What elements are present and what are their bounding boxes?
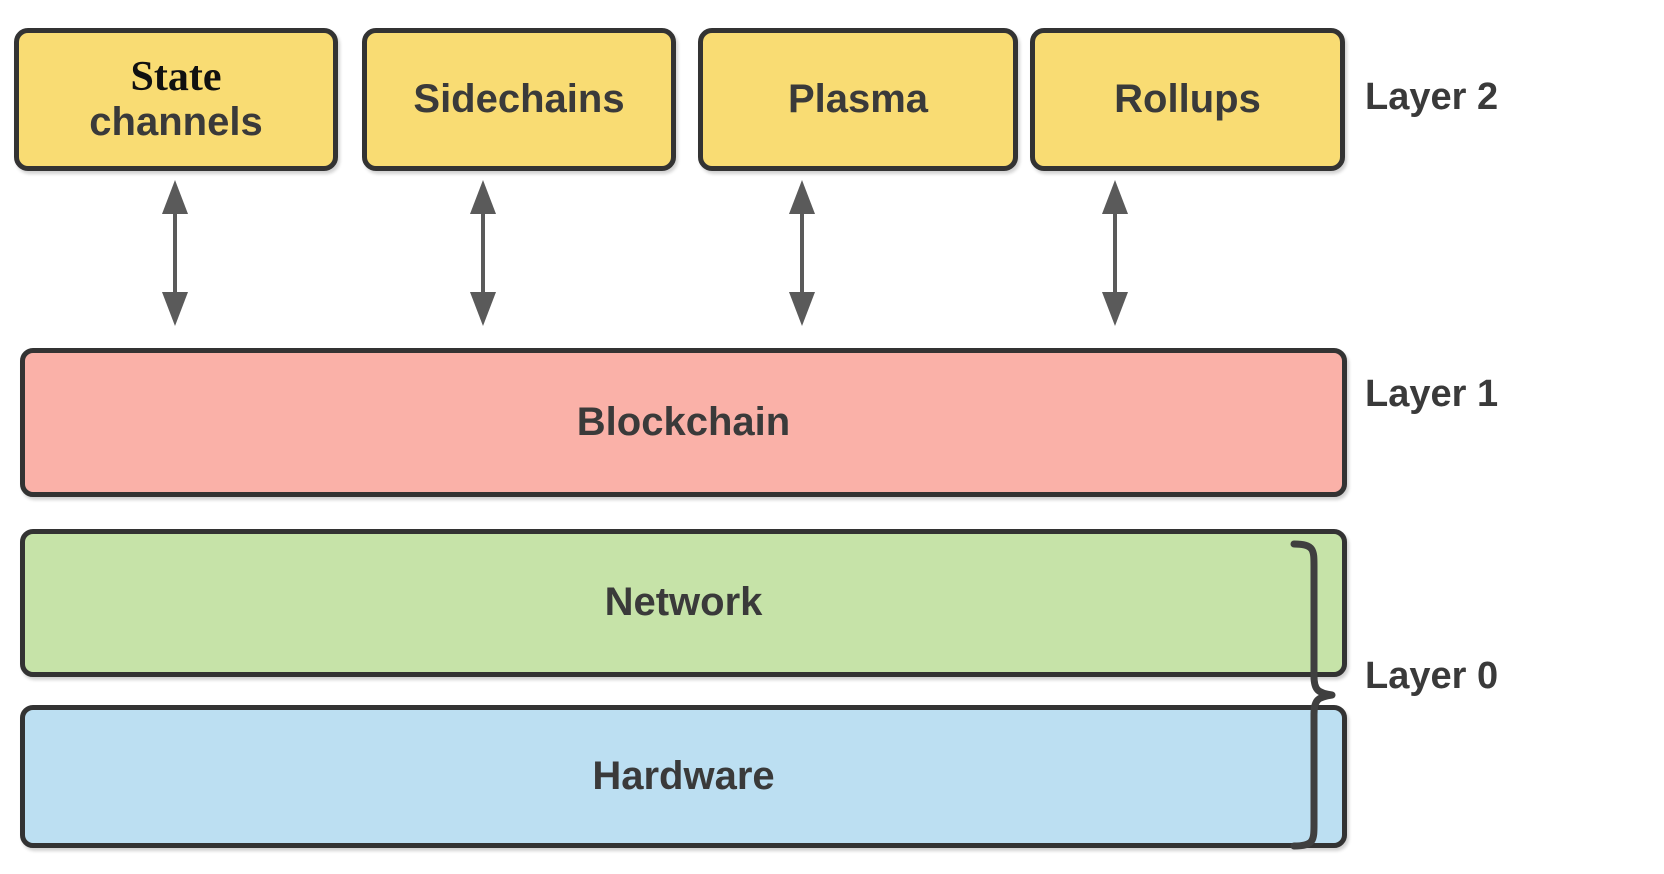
node-plasma[interactable]: Plasma <box>698 28 1018 171</box>
brace-layer-0 <box>1290 540 1336 850</box>
label-layer-1: Layer 1 <box>1365 373 1499 415</box>
node-state-channels[interactable]: State channels <box>14 28 338 171</box>
node-sidechains[interactable]: Sidechains <box>362 28 676 171</box>
node-blockchain[interactable]: Blockchain <box>20 348 1347 497</box>
node-network[interactable]: Network <box>20 529 1347 677</box>
label-layer-0: Layer 0 <box>1365 655 1499 697</box>
label-layer-2: Layer 2 <box>1365 76 1499 118</box>
node-plasma-label: Plasma <box>787 76 929 121</box>
connector-state-channels-to-blockchain <box>162 180 188 326</box>
node-hardware-label: Hardware <box>592 753 775 798</box>
node-blockchain-label: Blockchain <box>576 399 791 444</box>
node-rollups[interactable]: Rollups <box>1030 28 1345 171</box>
node-sidechains-label: Sidechains <box>413 76 625 121</box>
node-state-channels-label: State channels <box>89 54 263 144</box>
connector-plasma-to-blockchain <box>789 180 815 326</box>
connector-sidechains-to-blockchain <box>470 180 496 326</box>
node-network-label: Network <box>604 580 763 625</box>
node-state-channels-line1: State <box>130 54 222 101</box>
connector-rollups-to-blockchain <box>1102 180 1128 326</box>
node-hardware[interactable]: Hardware <box>20 705 1347 848</box>
node-state-channels-line2: channels <box>89 99 263 144</box>
node-rollups-label: Rollups <box>1114 76 1261 121</box>
